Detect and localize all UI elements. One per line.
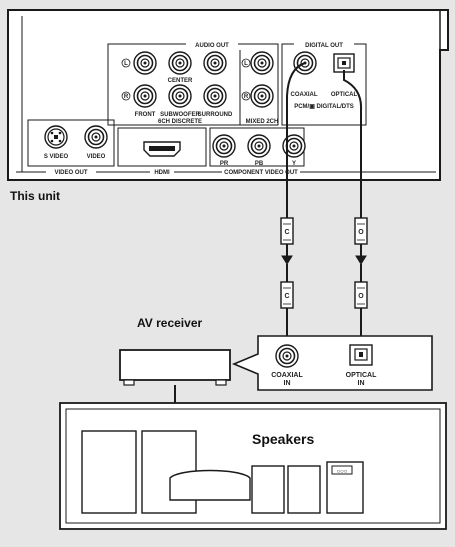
- front-label: FRONT: [135, 112, 156, 118]
- optical-in-label-line1: OPTICAL: [346, 372, 377, 379]
- surround-left-speaker: [251, 465, 285, 514]
- mixed-right-jack: [250, 84, 274, 108]
- mixed-right-marker-badge: [241, 91, 251, 101]
- optical-plug-letter-bottom: O: [358, 293, 364, 300]
- hdmi-label: HDMI: [154, 170, 170, 176]
- left-marker-badge: [121, 58, 131, 68]
- right-marker: R: [124, 94, 129, 100]
- mixed-left-marker: L: [244, 61, 248, 67]
- hdmi-group: HDMI: [117, 127, 207, 176]
- center-speaker: [169, 469, 251, 501]
- center-jack: [168, 51, 192, 75]
- mixed-left-jack: [250, 51, 274, 75]
- surround-label: SURROUND: [198, 112, 233, 118]
- speaker-set: [81, 430, 364, 514]
- receiver-input-callout: COAXIAL IN OPTICAL IN: [231, 335, 433, 391]
- digital-out-label: DIGITAL OUT: [305, 43, 343, 49]
- subwoofer-label: SUBWOOFER: [160, 112, 200, 118]
- optical-plug-letter-top: O: [358, 229, 364, 236]
- component-video-label: COMPONENT VIDEO OUT: [224, 170, 298, 176]
- video-label: VIDEO: [87, 154, 106, 160]
- discrete-label: 6CH DISCRETE: [158, 119, 202, 125]
- optical-out-label: OPTICAL: [331, 92, 358, 98]
- video-out-group: S VIDEO VIDEO VIDEO OUT: [27, 119, 115, 176]
- pr-label: PR: [220, 161, 229, 167]
- receiver-box: [119, 349, 231, 403]
- speakers-title: Speakers: [252, 431, 314, 447]
- coaxial-cable: [280, 62, 306, 352]
- pb-label: PB: [255, 161, 264, 167]
- optical-out-port: [333, 53, 355, 73]
- subwoofer-jack: [168, 84, 192, 108]
- subwoofer-tag: ○○○: [337, 469, 348, 475]
- left-marker: L: [124, 61, 128, 67]
- optical-in-label-line2: IN: [358, 380, 365, 387]
- subwoofer-tag-frame: [331, 465, 353, 475]
- center-label: CENTER: [168, 78, 193, 84]
- coaxial-in-label-line2: IN: [284, 380, 291, 387]
- optical-cable: [343, 70, 368, 348]
- y-label: Y: [292, 161, 296, 167]
- audio-out-label: AUDIO OUT: [195, 43, 229, 49]
- surround-right-jack: [203, 84, 227, 108]
- unit-caption: This unit: [10, 189, 60, 203]
- front-right-jack: [133, 84, 157, 108]
- coax-plug-letter-bottom: C: [284, 293, 289, 300]
- mixed-2ch-label: MIXED 2CH: [246, 119, 279, 125]
- mixed-left-marker-badge: [241, 58, 251, 68]
- composite-video-jack: [84, 125, 108, 149]
- coax-plug-letter-top: C: [284, 229, 289, 236]
- svideo-jack: [44, 125, 68, 149]
- receiver-title: AV receiver: [137, 316, 202, 330]
- right-marker-badge: [121, 91, 131, 101]
- coaxial-in-jack: [275, 344, 299, 368]
- optical-in-port: [349, 344, 373, 366]
- svideo-label: S VIDEO: [44, 154, 69, 160]
- digital-format-label: PCM/▣ DIGITAL/DTS: [294, 104, 354, 110]
- surround-right-speaker: [287, 465, 321, 514]
- pr-jack: [212, 134, 236, 158]
- front-left-speaker: [81, 430, 137, 514]
- surround-left-jack: [203, 51, 227, 75]
- coaxial-out-label: COAXIAL: [291, 92, 318, 98]
- video-out-label: VIDEO OUT: [54, 170, 87, 176]
- coaxial-in-label-line1: COAXIAL: [271, 372, 303, 379]
- front-left-jack: [133, 51, 157, 75]
- mixed-right-marker: R: [244, 94, 249, 100]
- pb-jack: [247, 134, 271, 158]
- component-video-group: PR PB Y COMPONENT VIDEO OUT: [209, 127, 306, 176]
- audio-out-group: AUDIO OUT L R CENTER FRONT SUBWOOFER SUR…: [107, 40, 279, 126]
